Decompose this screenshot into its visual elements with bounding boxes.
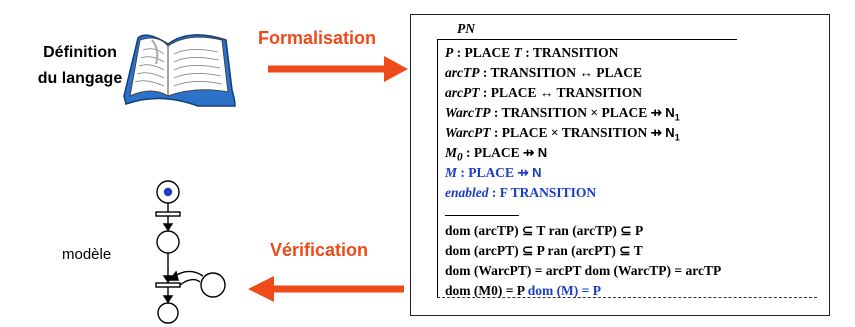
definition-label: Définition du langage bbox=[30, 40, 130, 92]
schema-left-rule bbox=[437, 39, 438, 297]
petri-net-icon bbox=[155, 180, 226, 324]
definition-line-1: Définition bbox=[43, 44, 117, 61]
schema-divider bbox=[445, 215, 519, 216]
decl-arctp: arcTP : TRANSITION ↔ PLACE bbox=[445, 65, 643, 80]
verification-label: Vérification bbox=[270, 240, 369, 260]
verification-arrow bbox=[248, 276, 404, 302]
formalisation-label: Formalisation bbox=[258, 28, 377, 48]
decl-m: M : PLACE ⇸ N bbox=[445, 165, 542, 180]
place-2 bbox=[156, 230, 180, 254]
book-icon bbox=[123, 34, 236, 107]
schema-box: PN P : PLACE T : TRANSITION arcTP : TRAN… bbox=[410, 14, 830, 316]
schema-bottom-rule bbox=[437, 297, 817, 298]
formalisation-arrow bbox=[268, 56, 408, 82]
schema-title: PN bbox=[457, 21, 475, 36]
pred-arctp: dom (arcTP) ⊆ T ran (arcTP) ⊆ P bbox=[445, 223, 644, 238]
pred-m0: dom (M0) = P dom (M) = P bbox=[445, 283, 601, 298]
decl-warctp: WarcTP : TRANSITION × PLACE ⇸ N1 bbox=[445, 105, 680, 123]
decl-m0: M0 : PLACE ⇸ N bbox=[445, 145, 548, 164]
place-loop bbox=[200, 272, 226, 298]
schema-title-rule bbox=[437, 39, 737, 40]
decl-place-transition: P : PLACE T : TRANSITION bbox=[445, 45, 619, 60]
place-3 bbox=[157, 302, 179, 324]
transition-1 bbox=[155, 211, 181, 217]
modele-label: modèle bbox=[62, 246, 112, 263]
decl-arcpt: arcPT : PLACE ↔ TRANSITION bbox=[445, 85, 643, 100]
definition-line-2: du langage bbox=[37, 70, 123, 87]
transition-2 bbox=[155, 282, 181, 288]
pred-warc: dom (WarcPT) = arcPT dom (WarcTP) = arcT… bbox=[445, 263, 722, 278]
decl-warcpt: WarcPT : PLACE × TRANSITION ⇸ N1 bbox=[445, 125, 680, 143]
token bbox=[163, 187, 173, 197]
decl-enabled: enabled : F TRANSITION bbox=[445, 185, 597, 200]
pred-arcpt: dom (arcPT) ⊆ P ran (arcPT) ⊆ T bbox=[445, 243, 643, 258]
